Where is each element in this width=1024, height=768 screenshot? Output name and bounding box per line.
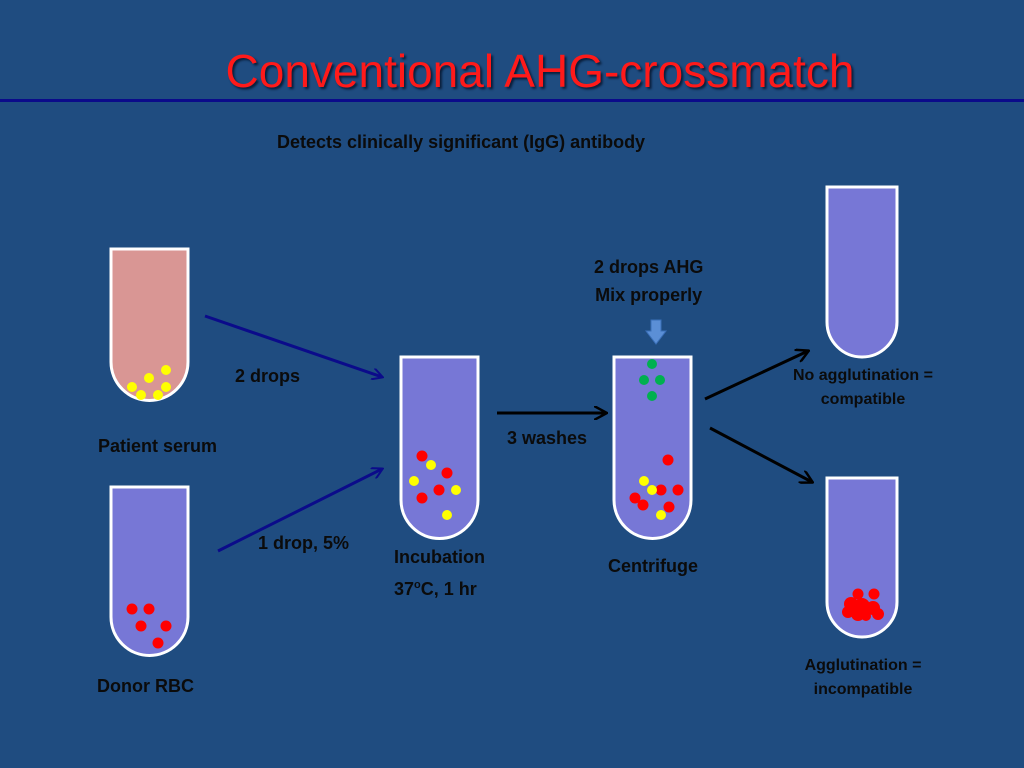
one-drop-label: 1 drop, 5% (258, 533, 350, 553)
antibody-dot (161, 365, 171, 375)
rbc-dot (160, 620, 172, 632)
donor-rbc-tube (109, 485, 190, 657)
patient-antibodies (127, 365, 171, 400)
rbc-dot (416, 492, 428, 504)
ahg-line1: 2 drops AHG (594, 257, 704, 277)
incubation-contents (409, 450, 461, 520)
patient-serum-tube (109, 247, 190, 402)
incubation-label: Incubation 37oC, 1 hr (394, 543, 485, 603)
compatible-result-tube (825, 185, 899, 359)
rbc-dot (662, 454, 674, 466)
antibody-dot (409, 476, 419, 486)
rbc-dot (655, 484, 667, 496)
compatible-arrow (704, 351, 808, 401)
incompatible-line1: Agglutination = (804, 657, 922, 674)
ahg-down-arrow-icon (644, 319, 668, 345)
centrifuge-tube (612, 355, 693, 540)
patient-serum-label: Patient serum (98, 436, 218, 456)
antibody-dot (426, 460, 436, 470)
incubation-tube (399, 355, 480, 540)
ahg-dot (655, 375, 665, 385)
rbc-dot (416, 450, 428, 462)
rbc-dot (126, 603, 138, 615)
antibody-dot (153, 390, 163, 400)
rbc-dot (637, 499, 649, 511)
incompatible-result-tube (825, 476, 899, 639)
ahg-line2: Mix properly (595, 285, 703, 305)
rbc-dot (629, 492, 641, 504)
three-washes-label: 3 washes (507, 428, 588, 448)
compatible-line2: compatible (820, 391, 906, 408)
incompatible-arrow (709, 426, 812, 482)
ahg-dot (639, 375, 649, 385)
ahg-instruction-label: 2 drops AHG Mix properly (594, 253, 703, 309)
rbc-dot (672, 484, 684, 496)
title-divider (0, 99, 1024, 102)
incompatible-result-label: Agglutination = incompatible (786, 654, 940, 702)
incompatible-line2: incompatible (813, 681, 913, 698)
rbc-dot (433, 484, 445, 496)
slide-subtitle: Detects clinically significant (IgG) ant… (277, 132, 646, 152)
centrifuge-contents (629, 454, 684, 520)
antibody-dot (451, 485, 461, 495)
antibody-dot (161, 382, 171, 392)
ahg-reagent (639, 359, 665, 401)
centrifuge-label: Centrifuge (608, 556, 698, 576)
antibody-dot (136, 390, 146, 400)
antibody-dot (144, 373, 154, 383)
antibody-dot (127, 382, 137, 392)
donor-rbcs (126, 603, 172, 649)
incubation-label-line1: Incubation (394, 547, 485, 567)
rbc-dot (143, 603, 155, 615)
rbc-to-incubation-arrow (217, 469, 382, 553)
incubation-label-line2: 37oC, 1 hr (394, 579, 477, 599)
compatible-result-label: No agglutination = compatible (786, 364, 940, 412)
antibody-dot (656, 510, 666, 520)
rbc-dot (441, 467, 453, 479)
agglutinated-clump (842, 588, 884, 621)
antibody-dot (647, 485, 657, 495)
rbc-dot (663, 501, 675, 513)
rbc-dot (152, 637, 164, 649)
rbc-dot (135, 620, 147, 632)
two-drops-label: 2 drops (235, 366, 301, 386)
antibody-dot (442, 510, 452, 520)
antibody-dot (639, 476, 649, 486)
ahg-dot (647, 359, 657, 369)
compatible-line1: No agglutination = (793, 367, 933, 384)
donor-rbc-label: Donor RBC (97, 676, 194, 696)
slide-title: Conventional AHG-crossmatch (225, 45, 855, 97)
ahg-dot (647, 391, 657, 401)
serum-to-incubation-arrow (204, 314, 382, 377)
